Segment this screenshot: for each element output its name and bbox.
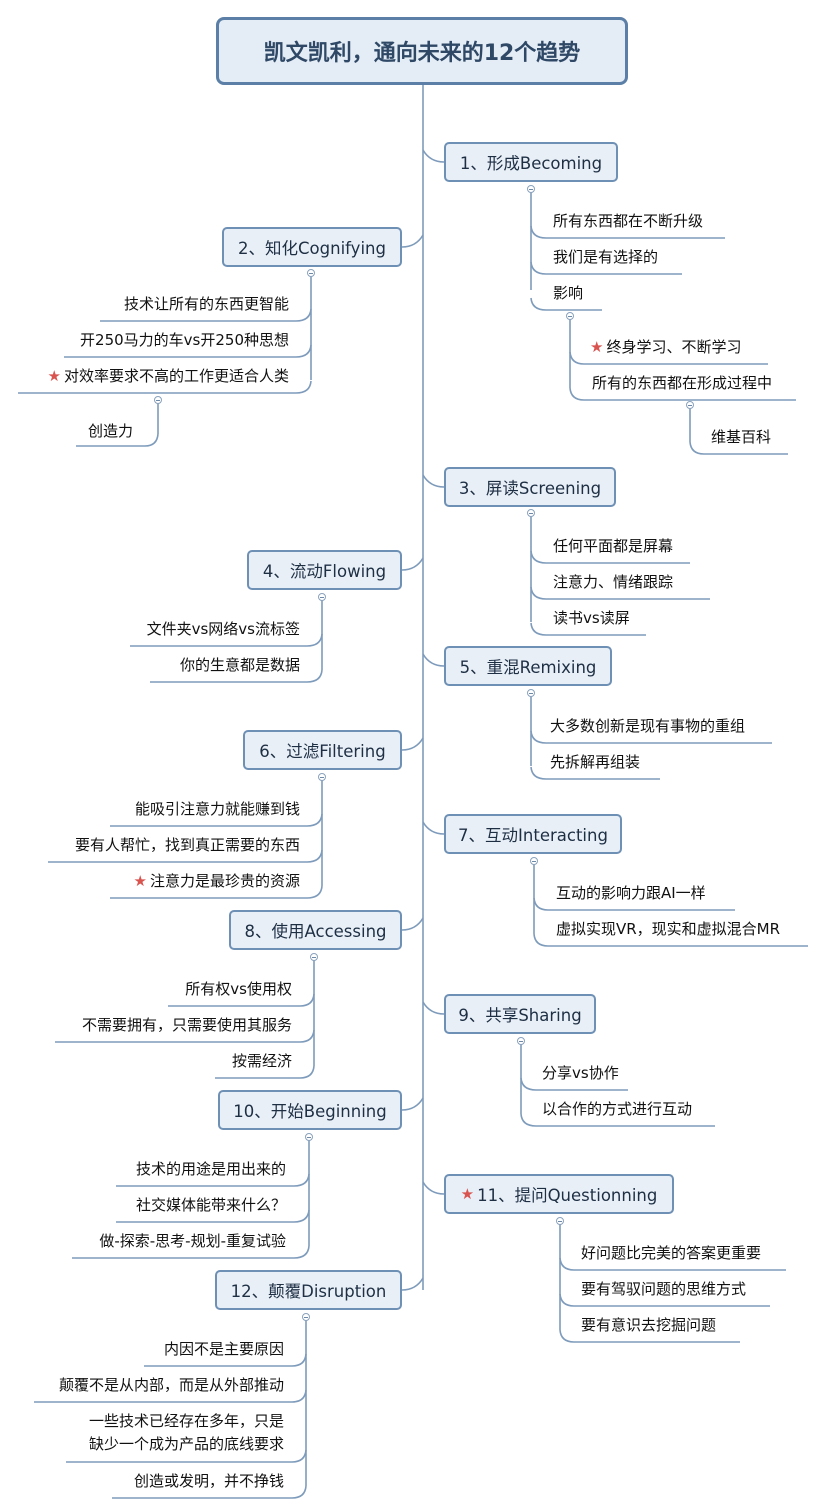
- node-disruption-internal[interactable]: 内因不是主要原因: [163, 1340, 284, 1358]
- topic-questionning[interactable]: ★11、提问Questionning: [444, 1174, 674, 1214]
- collapse-toggle-icon[interactable]: [318, 593, 326, 601]
- node-screening-surface[interactable]: 任何平面都是屏幕: [553, 537, 674, 555]
- node-disruption-bottom-line[interactable]: 缺少一个成为产品的底线要求: [88, 1435, 284, 1453]
- node-disruption-tech-years[interactable]: 一些技术已经存在多年，只是: [88, 1412, 284, 1430]
- node-becoming-choice[interactable]: 我们是有选择的: [553, 248, 659, 266]
- topic-cognifying[interactable]: 2、知化Cognifying: [222, 227, 402, 267]
- node-accessing-on-demand[interactable]: 按需经济: [231, 1052, 292, 1070]
- node-remixing-disassemble[interactable]: 先拆解再组装: [550, 753, 641, 771]
- node-questionning-good-questions[interactable]: 好问题比完美的答案更重要: [581, 1244, 762, 1262]
- node-cognifying-250[interactable]: 开250马力的车vs开250种思想: [80, 331, 289, 349]
- node-beginning-social[interactable]: 社交媒体能带来什么？: [135, 1196, 286, 1214]
- node-questionning-dig[interactable]: 要有意识去挖掘问题: [581, 1316, 717, 1334]
- node-becoming-influence[interactable]: 影响: [553, 284, 584, 302]
- node-flowing-folders[interactable]: 文件夹vs网络vs流标签: [146, 620, 300, 638]
- node-accessing-service[interactable]: 不需要拥有，只需要使用其服务: [81, 1016, 292, 1034]
- topic-filtering[interactable]: 6、过滤Filtering: [243, 730, 402, 770]
- collapse-toggle-icon[interactable]: [154, 396, 162, 404]
- topic-accessing[interactable]: 8、使用Accessing: [229, 910, 402, 950]
- node-cognifying-creativity[interactable]: 创造力: [88, 422, 134, 440]
- central-title[interactable]: 凯文凯利，通向未来的12个趋势: [216, 17, 628, 85]
- node-interacting-vr[interactable]: 虚拟实现VR，现实和虚拟混合MR: [556, 920, 781, 938]
- topic-becoming[interactable]: 1、形成Becoming: [444, 142, 618, 182]
- leaf-label: 注意力是最珍贵的资源: [149, 872, 300, 890]
- node-disruption-external[interactable]: 颠覆不是从内部，而是从外部推动: [58, 1376, 284, 1394]
- topic-flowing[interactable]: 4、流动Flowing: [247, 550, 402, 590]
- node-accessing-ownership[interactable]: 所有权vs使用权: [185, 980, 292, 998]
- node-filtering-help[interactable]: 要有人帮忙，找到真正需要的东西: [74, 836, 300, 854]
- collapse-toggle-icon[interactable]: [310, 953, 318, 961]
- collapse-toggle-icon[interactable]: [307, 269, 315, 277]
- node-becoming-wikipedia[interactable]: 维基百科: [711, 428, 772, 446]
- topic-remixing[interactable]: 5、重混Remixing: [444, 646, 612, 686]
- topic-disruption[interactable]: 12、颠覆Disruption: [215, 1270, 402, 1310]
- star-icon: ★: [133, 872, 147, 890]
- topic-label: 11、提问Questionning: [477, 1186, 658, 1205]
- node-beginning-use[interactable]: 技术的用途是用出来的: [135, 1160, 286, 1178]
- node-becoming-upgrade[interactable]: 所有东西都在不断升级: [553, 212, 704, 230]
- topic-sharing[interactable]: 9、共享Sharing: [444, 994, 596, 1034]
- star-icon: ★: [590, 338, 604, 356]
- node-disruption-no-money[interactable]: 创造或发明，并不挣钱: [133, 1472, 284, 1490]
- node-becoming-lifelong-learning[interactable]: ★终身学习、不断学习: [590, 336, 741, 358]
- collapse-toggle-icon[interactable]: [527, 509, 535, 517]
- node-sharing-collab[interactable]: 分享vs协作: [542, 1064, 619, 1082]
- node-filtering-precious[interactable]: ★注意力是最珍贵的资源: [134, 870, 300, 892]
- collapse-toggle-icon[interactable]: [556, 1217, 564, 1225]
- topic-interacting[interactable]: 7、互动Interacting: [444, 814, 622, 854]
- node-flowing-data[interactable]: 你的生意都是数据: [179, 656, 300, 674]
- node-cognifying-smarter[interactable]: 技术让所有的东西更智能: [123, 295, 289, 313]
- collapse-toggle-icon[interactable]: [530, 857, 538, 865]
- node-filtering-attention-money[interactable]: 能吸引注意力就能赚到钱: [134, 800, 300, 818]
- collapse-toggle-icon[interactable]: [686, 401, 694, 409]
- node-questionning-mindset[interactable]: 要有驾驭问题的思维方式: [581, 1280, 747, 1298]
- star-icon: ★: [47, 367, 61, 385]
- collapse-toggle-icon[interactable]: [517, 1037, 525, 1045]
- topic-screening[interactable]: 3、屏读Screening: [444, 467, 616, 507]
- node-becoming-in-process[interactable]: 所有的东西都在形成过程中: [592, 374, 773, 392]
- collapse-toggle-icon[interactable]: [527, 689, 535, 697]
- collapse-toggle-icon[interactable]: [302, 1313, 310, 1321]
- leaf-label: 对效率要求不高的工作更适合人类: [63, 367, 289, 385]
- node-sharing-interact[interactable]: 以合作的方式进行互动: [542, 1100, 693, 1118]
- node-cognifying-humans[interactable]: ★对效率要求不高的工作更适合人类: [48, 365, 289, 387]
- node-screening-reading[interactable]: 读书vs读屏: [553, 609, 630, 627]
- node-beginning-explore[interactable]: 做-探索-思考-规划-重复试验: [99, 1232, 286, 1250]
- collapse-toggle-icon[interactable]: [305, 1133, 313, 1141]
- node-interacting-ai[interactable]: 互动的影响力跟AI一样: [556, 884, 706, 902]
- leaf-label: 终身学习、不断学习: [606, 338, 742, 356]
- node-remixing-innovation[interactable]: 大多数创新是现有事物的重组: [550, 717, 746, 735]
- collapse-toggle-icon[interactable]: [318, 773, 326, 781]
- node-screening-tracking[interactable]: 注意力、情绪跟踪: [553, 573, 674, 591]
- star-icon: ★: [460, 1185, 475, 1203]
- topic-beginning[interactable]: 10、开始Beginning: [218, 1090, 402, 1130]
- collapse-toggle-icon[interactable]: [566, 312, 574, 320]
- collapse-toggle-icon[interactable]: [527, 185, 535, 193]
